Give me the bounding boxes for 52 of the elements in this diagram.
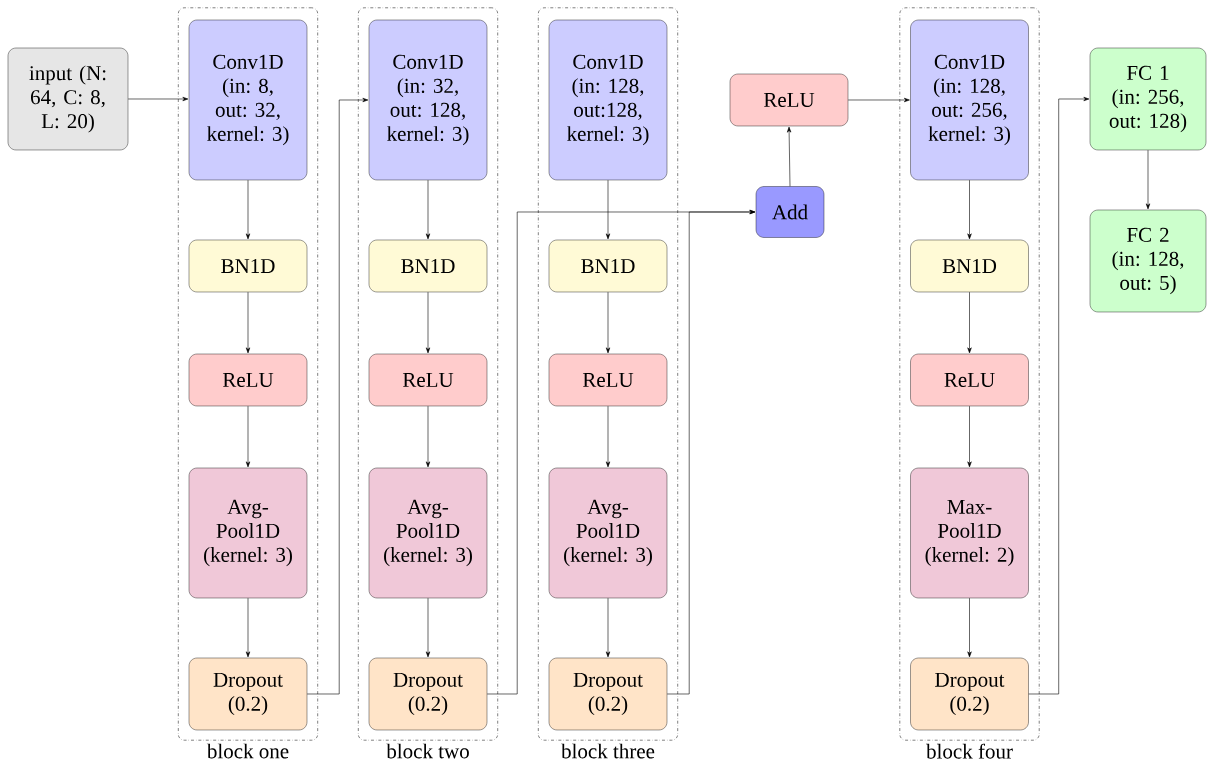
pooling-box: Avg-Pool1D (kernel: 3) <box>368 467 488 599</box>
conv-box: Conv1D (in: 128, out:128, kernel: 3) <box>548 19 668 181</box>
arrow <box>605 405 611 468</box>
arrow <box>425 179 431 240</box>
batchnorm-box: BN1D <box>368 239 488 293</box>
arrow <box>967 405 972 468</box>
arrow <box>1028 96 1090 695</box>
arrow <box>967 179 972 240</box>
arrow <box>605 597 611 658</box>
dropout-box: Dropout (0.2) <box>548 657 668 731</box>
node-label: block four <box>926 743 1013 759</box>
batchnorm-box: BN1D <box>188 239 308 293</box>
arrow <box>127 96 189 102</box>
dropout-box: Dropout (0.2) <box>188 657 308 731</box>
add-box: Add <box>755 186 825 238</box>
input-box: input (N: 64, C: 8, L: 20) <box>7 47 129 151</box>
arrow <box>605 179 611 240</box>
relu-box: ReLU <box>910 353 1029 407</box>
relu-box: ReLU <box>548 353 668 407</box>
pooling-box: Avg-Pool1D (kernel: 3) <box>548 467 668 599</box>
pooling-box: Avg-Pool1D (kernel: 3) <box>188 467 308 599</box>
dropout-box: Dropout (0.2) <box>368 657 488 731</box>
arrow <box>245 291 251 354</box>
pooling-box: Max-Pool1D (kernel: 2) <box>910 467 1029 599</box>
arrow <box>425 405 431 468</box>
batchnorm-box: BN1D <box>910 239 1029 293</box>
arrow <box>245 405 251 468</box>
arrow <box>1145 149 1151 210</box>
arrow <box>666 209 756 695</box>
fc-box: FC 2 (in: 128, out: 5) <box>1089 209 1207 313</box>
arrow <box>786 126 792 187</box>
arrow <box>605 291 611 354</box>
relu-box: ReLU <box>368 353 488 407</box>
arrow <box>425 291 431 354</box>
node-label: block two <box>386 743 469 759</box>
arrow <box>847 97 910 103</box>
arrow <box>245 597 251 658</box>
conv-box: Conv1D (in: 8, out: 32, kernel: 3) <box>188 19 308 181</box>
relu-box: ReLU <box>729 73 849 127</box>
dropout-box: Dropout (0.2) <box>910 657 1029 731</box>
arrow <box>425 597 431 658</box>
fc-box: FC 1 (in: 256, out: 128) <box>1089 47 1207 151</box>
arrow <box>967 291 972 354</box>
conv-box: Conv1D (in: 32, out: 128, kernel: 3) <box>368 19 488 181</box>
relu-box: ReLU <box>188 353 308 407</box>
arrow <box>967 597 972 658</box>
arrow <box>245 179 251 240</box>
node-label: block three <box>561 743 655 759</box>
batchnorm-box: BN1D <box>548 239 668 293</box>
conv-box: Conv1D (in: 128, out: 256, kernel: 3) <box>910 19 1029 181</box>
node-label: block one <box>206 743 289 759</box>
arrow <box>306 97 369 695</box>
